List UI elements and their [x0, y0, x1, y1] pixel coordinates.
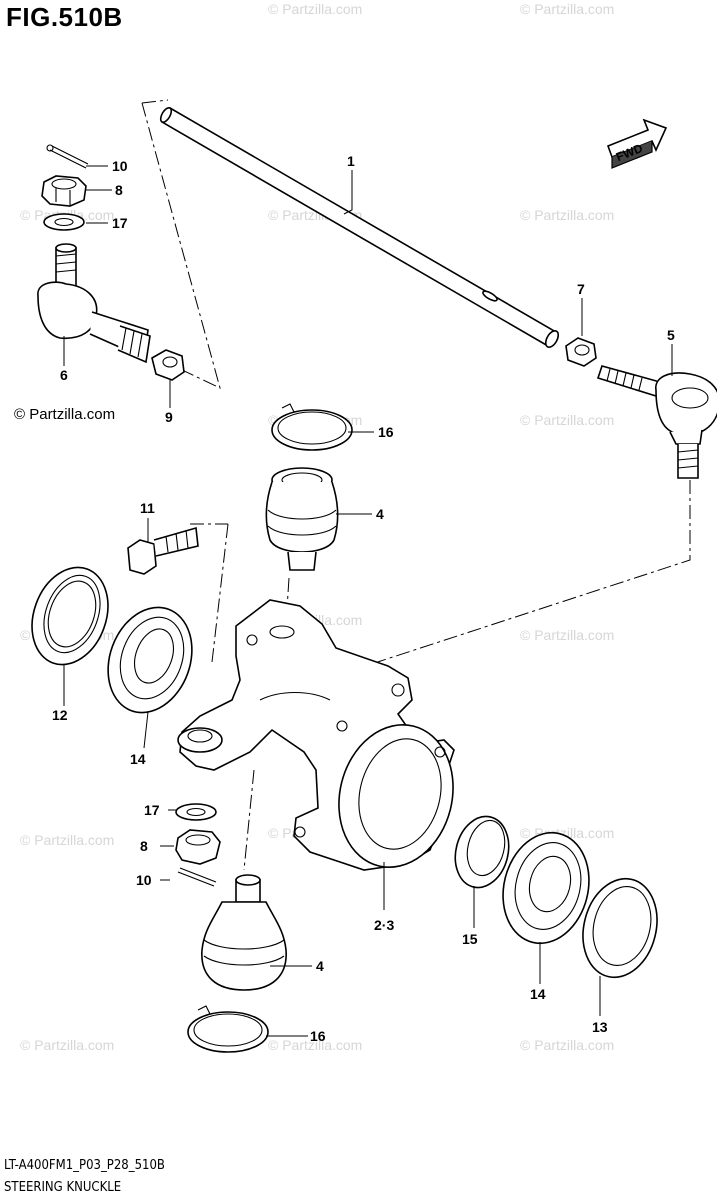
callout-5: 5	[667, 327, 675, 343]
steering-knuckle	[177, 599, 455, 871]
circlip-16-upper	[271, 403, 353, 451]
cotter-pin-10-top	[46, 144, 89, 169]
watermark: © Partzilla.com	[520, 1037, 614, 1053]
callout-6: 6	[60, 367, 68, 383]
castle-nut-8-lower	[175, 829, 221, 865]
spacer-15	[454, 815, 510, 889]
callout-7: 7	[577, 281, 585, 297]
copyright-notice: © Partzilla.com	[14, 406, 116, 423]
callout-17-top: 17	[112, 215, 128, 231]
callout-13: 13	[592, 1019, 608, 1035]
figure-code: LT-A400FM1_P03_P28_510B	[4, 1158, 165, 1173]
callout-15: 15	[462, 931, 478, 947]
tie-rod	[159, 106, 560, 348]
callout-4-lower: 4	[316, 958, 324, 974]
callout-1: 1	[347, 153, 355, 169]
watermark: © Partzilla.com	[20, 1037, 114, 1053]
oil-seal-13	[582, 877, 658, 979]
bolt-11	[127, 526, 199, 575]
leader-lines	[63, 165, 673, 1037]
ball-joint-4-lower	[201, 874, 287, 991]
watermark: © Partzilla.com	[520, 1, 614, 17]
tie-rod-end-left	[37, 243, 151, 364]
callout-8-top: 8	[115, 182, 123, 198]
callout-17-lower: 17	[144, 802, 160, 818]
callout-12: 12	[52, 707, 68, 723]
nut-9	[151, 349, 185, 381]
callout-11: 11	[140, 500, 155, 516]
callout-numbers: 1 10 8 17 6 9 7 5 16 4 11 12 14 17 8 10 …	[52, 153, 675, 1044]
watermark: © Partzilla.com	[520, 627, 614, 643]
watermark: © Partzilla.com	[268, 1, 362, 17]
callout-14-right: 14	[530, 986, 546, 1002]
figure-name: STEERING KNUCKLE	[4, 1180, 122, 1195]
washer-17-top	[43, 213, 85, 231]
circlip-16-lower	[187, 1005, 269, 1053]
tie-rod-end-right	[596, 365, 717, 479]
watermark: © Partzilla.com	[520, 207, 614, 223]
cotter-pin-10-lower	[177, 867, 217, 887]
ball-joint-4-upper	[265, 467, 339, 571]
fwd-arrow-icon: FWD	[606, 118, 668, 169]
oil-seal-12	[31, 566, 109, 666]
bearing-14-left	[107, 606, 193, 714]
callout-10-lower: 10	[136, 872, 152, 888]
washer-17-lower	[175, 803, 217, 821]
callout-14-left: 14	[130, 751, 146, 767]
callout-16-upper: 16	[378, 424, 394, 440]
callout-4-upper: 4	[376, 506, 384, 522]
callout-9: 9	[165, 409, 173, 425]
callout-8-lower: 8	[140, 838, 148, 854]
figure-title: FIG.510B	[6, 2, 123, 32]
callout-16-lower: 16	[310, 1028, 326, 1044]
watermark: © Partzilla.com	[520, 412, 614, 428]
watermark: © Partzilla.com	[20, 832, 114, 848]
castle-nut-8-top	[41, 175, 87, 207]
callout-2-3: 2·3	[374, 917, 394, 933]
bearing-14-right	[502, 831, 590, 945]
watermark: © Partzilla.com	[268, 1037, 362, 1053]
lock-nut-7	[565, 337, 597, 367]
callout-10-top: 10	[112, 158, 128, 174]
